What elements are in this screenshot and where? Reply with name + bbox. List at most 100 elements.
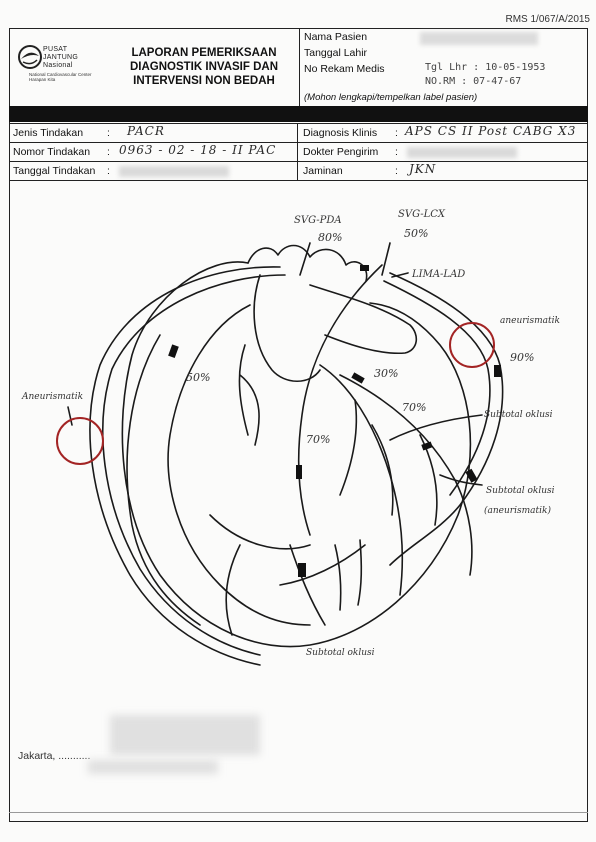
stenosis-mark [351,372,365,384]
place-date: Jakarta, ........... [18,750,91,762]
signatory-name-redacted [88,760,218,774]
lad-percent: 70% [306,433,330,446]
signature-redacted [110,715,260,755]
row-separator [297,162,298,181]
ventricle-line-1 [209,514,311,550]
annotation-leader-2 [381,242,391,276]
rca [167,304,311,626]
colon: : [395,127,398,139]
institution-name: PUSAT JANTUNG Nasional [43,46,79,69]
subtotal-oklusi-label-2: Subtotal oklusi [486,486,555,496]
left-graft [126,334,201,626]
rca-branch-2 [239,374,260,446]
stenosis-mark [296,465,302,479]
dokter-pengirim-redacted [407,147,517,158]
svg-lcx-graft-inner [383,280,491,496]
colon: : [107,127,110,139]
aortic-root [253,274,321,383]
aorta [247,244,368,282]
nomor-tindakan-label: Nomor Tindakan [13,146,91,158]
patient-label-note: (Mohon lengkapi/tempelkan label pasien) [304,92,478,103]
diagnosis-value: APS CS II Post CABG X3 [405,124,577,138]
institution-logo: PUSAT JANTUNG Nasional National Cardiova… [9,28,109,106]
title-box: LAPORAN PEMERIKSAAN DIAGNOSTIK INVASIF D… [109,28,299,106]
info-row-3: Tanggal Tindakan : Jaminan : JKN [9,161,588,181]
annotation-leader-4 [389,414,483,441]
tanggal-tindakan-label: Tanggal Tindakan [13,165,96,177]
ventricle-line-4 [334,544,342,611]
form-frame [9,28,588,822]
row-separator [297,143,298,162]
subtotal-oklusi-bottom-label: Subtotal oklusi [306,648,375,658]
stenosis-mark [494,365,501,377]
diagnosis-label: Diagnosis Klinis [303,127,378,139]
report-header: PUSAT JANTUNG Nasional National Cardiova… [9,28,588,106]
info-row-2: Nomor Tindakan : 0963 - 02 - 18 - II PAC… [9,142,588,162]
nomor-tindakan-value: 0963 - 02 - 18 - II PAC [119,143,277,157]
ventricle-line-5 [357,539,363,606]
colon: : [395,165,398,177]
ventricle-line-6 [279,544,366,586]
patient-name-redacted [420,32,538,45]
stenosis-mark [298,563,306,577]
svg-lcx-percent: 50% [404,227,428,240]
svg-lcx-graft [389,272,504,566]
heart-outline [121,261,472,648]
jenis-tindakan-value: PACR [127,124,165,138]
annotation-leader-3 [391,272,409,278]
form-code: RMS 1/067/A/2015 [505,14,591,25]
annotation-leader-6 [67,406,73,426]
svg-pda-graft-inner [102,274,286,656]
patient-dob-label: Tanggal Lahir [304,47,368,59]
row-separator [297,124,298,143]
lad-diagonal-1 [339,399,358,496]
patient-mrn-label: No Rekam Medis [304,63,385,75]
jenis-tindakan-label: Jenis Tindakan [13,127,84,139]
ventricle-line-2 [225,544,241,636]
rca-branch-1 [238,344,249,436]
lcx [339,374,473,576]
footer-line [9,812,588,813]
dokter-pengirim-label: Dokter Pengirim [303,146,379,158]
svg-lcx-label: SVG-LCX [398,209,446,220]
institution-subtitle: National Cardiovascular Center Harapan K… [29,72,92,82]
lima-graft [297,264,383,536]
tanggal-tindakan-redacted [119,166,229,177]
jaminan-label: Jaminan [303,165,343,177]
patient-mrn-value: NO.RM : 07-47-67 [425,76,522,87]
stenosis-mark [168,344,179,359]
lima-lad-label: LIMA-LAD [411,269,465,280]
right-graft-percent: 90% [510,351,534,364]
ventricle-line-3 [289,544,326,626]
aneurysm-circle-left [56,417,104,465]
annotation-leader-1 [299,242,311,276]
annotation-leader-5 [439,474,483,486]
coronary-diagram: SVG-PDA 80% SVG-LCX 50% LIMA-LAD aneuris… [21,209,560,666]
aneurysmatik-right-label: aneurismatik [500,316,560,326]
aneurysm-circle-right [449,322,495,368]
left-percent: 50% [186,371,210,384]
info-row-1: Jenis Tindakan : PACR Diagnosis Klinis :… [9,123,588,143]
patient-name-label: Nama Pasien [304,31,368,43]
lcx-percent: 70% [402,401,426,414]
colon: : [395,146,398,158]
svg-pda-graft [89,266,281,666]
stenosis-mark [421,441,433,451]
colon: : [107,165,110,177]
subtotal-oklusi-label-1: Subtotal oklusi [484,410,553,420]
patient-label-box: Nama Pasien Tanggal Lahir No Rekam Medis… [299,28,589,106]
heart-logo-icon [18,45,42,69]
patient-dob-value: Tgl Lhr : 10-05-1953 [425,62,546,73]
report-title: LAPORAN PEMERIKSAAN DIAGNOSTIK INVASIF D… [129,47,278,87]
info-bottom-line [9,180,588,181]
svg-pda-label: SVG-PDA [294,215,342,226]
header-divider-band [9,106,588,122]
lm-percent: 30% [374,367,398,380]
colon: : [107,146,110,158]
stenosis-mark [465,468,478,483]
stenosis-mark [360,265,369,271]
pulmonary-trunk [309,284,418,355]
jaminan-value: JKN [409,162,437,176]
svg-pda-percent: 80% [318,231,342,244]
